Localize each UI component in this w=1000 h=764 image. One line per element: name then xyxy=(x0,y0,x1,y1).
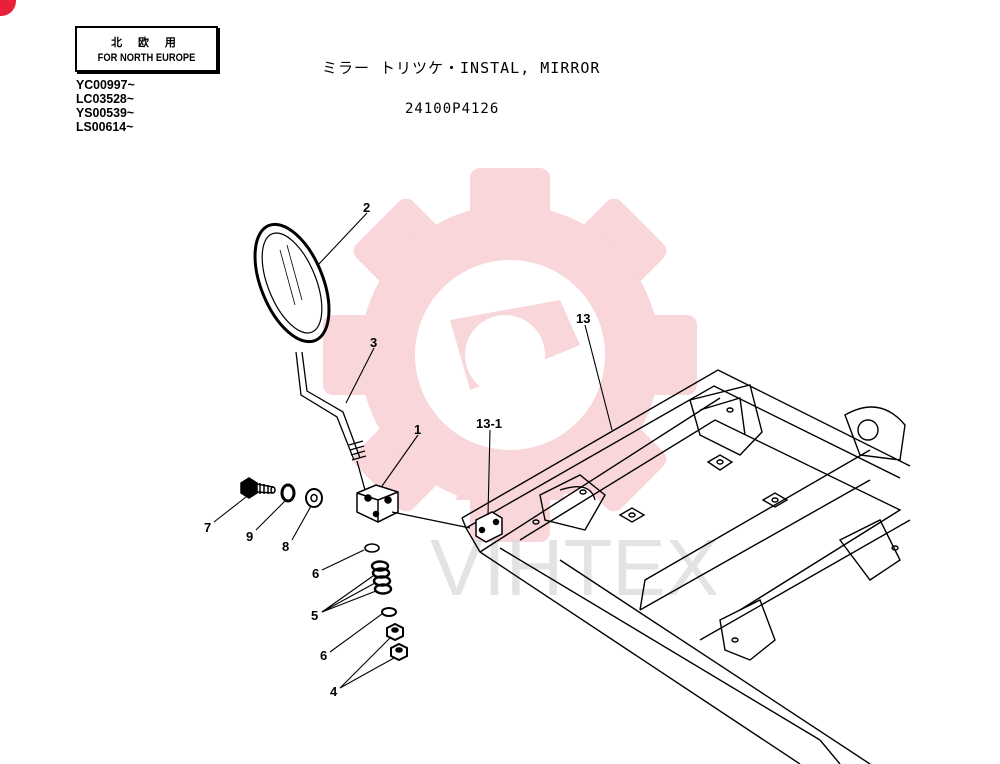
callout-9: 9 xyxy=(246,529,253,544)
serial-number: YS00539~ xyxy=(76,105,135,120)
serial-number: YC00997~ xyxy=(76,77,135,92)
cab-floor-frame xyxy=(461,369,911,764)
serial-number-list: YC00997~ LC03528~ YS00539~ LS00614~ xyxy=(76,78,138,134)
callout-6-lower: 6 xyxy=(320,648,327,663)
callout-6-upper: 6 xyxy=(312,566,319,581)
part-number: 24100P4126 xyxy=(405,101,500,117)
callout-13: 13 xyxy=(576,311,590,326)
bolt xyxy=(240,477,276,499)
watermark-gear-logo xyxy=(323,168,697,542)
serial-number: LS00614~ xyxy=(76,119,134,134)
callout-3: 3 xyxy=(370,335,377,350)
callout-8: 8 xyxy=(282,539,289,554)
callout-2: 2 xyxy=(363,200,370,215)
watermark-text: VIHTEX xyxy=(430,523,719,612)
lower-hardware-stack xyxy=(364,543,408,662)
callout-5: 5 xyxy=(311,608,318,623)
region-label-box: 北 欧 用 FOR NORTH EUROPE xyxy=(75,26,218,72)
frame-mirror-bracket xyxy=(475,511,503,543)
spring-washer xyxy=(280,483,296,503)
region-label-japanese: 北 欧 用 xyxy=(111,36,182,49)
diagram-title: ミラー トリツケ・INSTAL, MIRROR xyxy=(322,59,601,77)
plain-washer xyxy=(305,488,323,508)
callout-7: 7 xyxy=(204,520,211,535)
mirror-stay-rod xyxy=(295,351,367,491)
callout-leaders xyxy=(213,212,613,689)
mirror-bracket xyxy=(356,484,399,523)
mirror-glass xyxy=(253,222,331,344)
callout-13-1: 13-1 xyxy=(476,416,502,431)
mounting-leader xyxy=(391,511,471,529)
callout-1: 1 xyxy=(414,422,421,437)
serial-number: LC03528~ xyxy=(76,91,135,106)
callout-4: 4 xyxy=(330,684,338,699)
region-label-english: FOR NORTH EUROPE xyxy=(97,52,196,64)
